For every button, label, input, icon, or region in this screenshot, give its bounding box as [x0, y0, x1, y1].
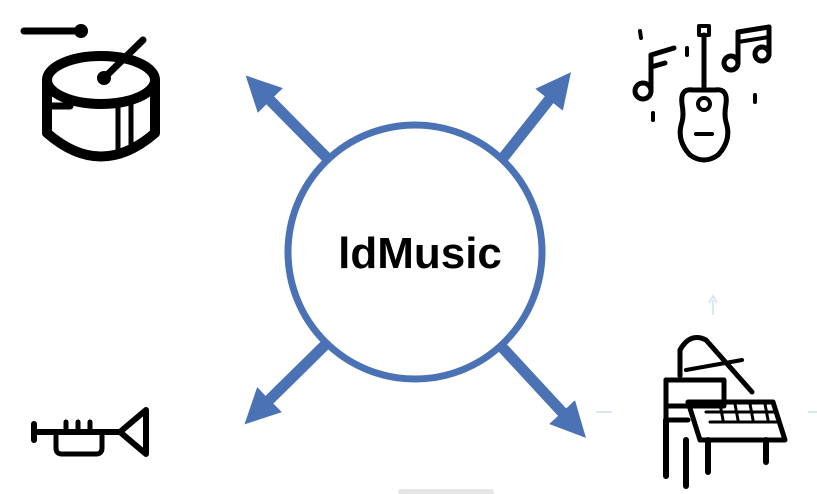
- grand-piano-icon: [663, 335, 788, 489]
- arrow-to-drum: [245, 75, 331, 162]
- arrow-to-piano: [495, 341, 586, 438]
- drum-icon: [20, 24, 160, 162]
- faint-arrow-marks: [596, 293, 817, 413]
- arrow-to-guitar: [498, 72, 571, 162]
- arrow-to-trumpet: [244, 341, 329, 425]
- center-label: ldMusic: [338, 229, 502, 278]
- scrollbar-stub: [398, 489, 494, 494]
- center-circle: [284, 121, 546, 383]
- guitar-music-notes-icon: [632, 24, 772, 163]
- trumpet-icon: [31, 407, 149, 457]
